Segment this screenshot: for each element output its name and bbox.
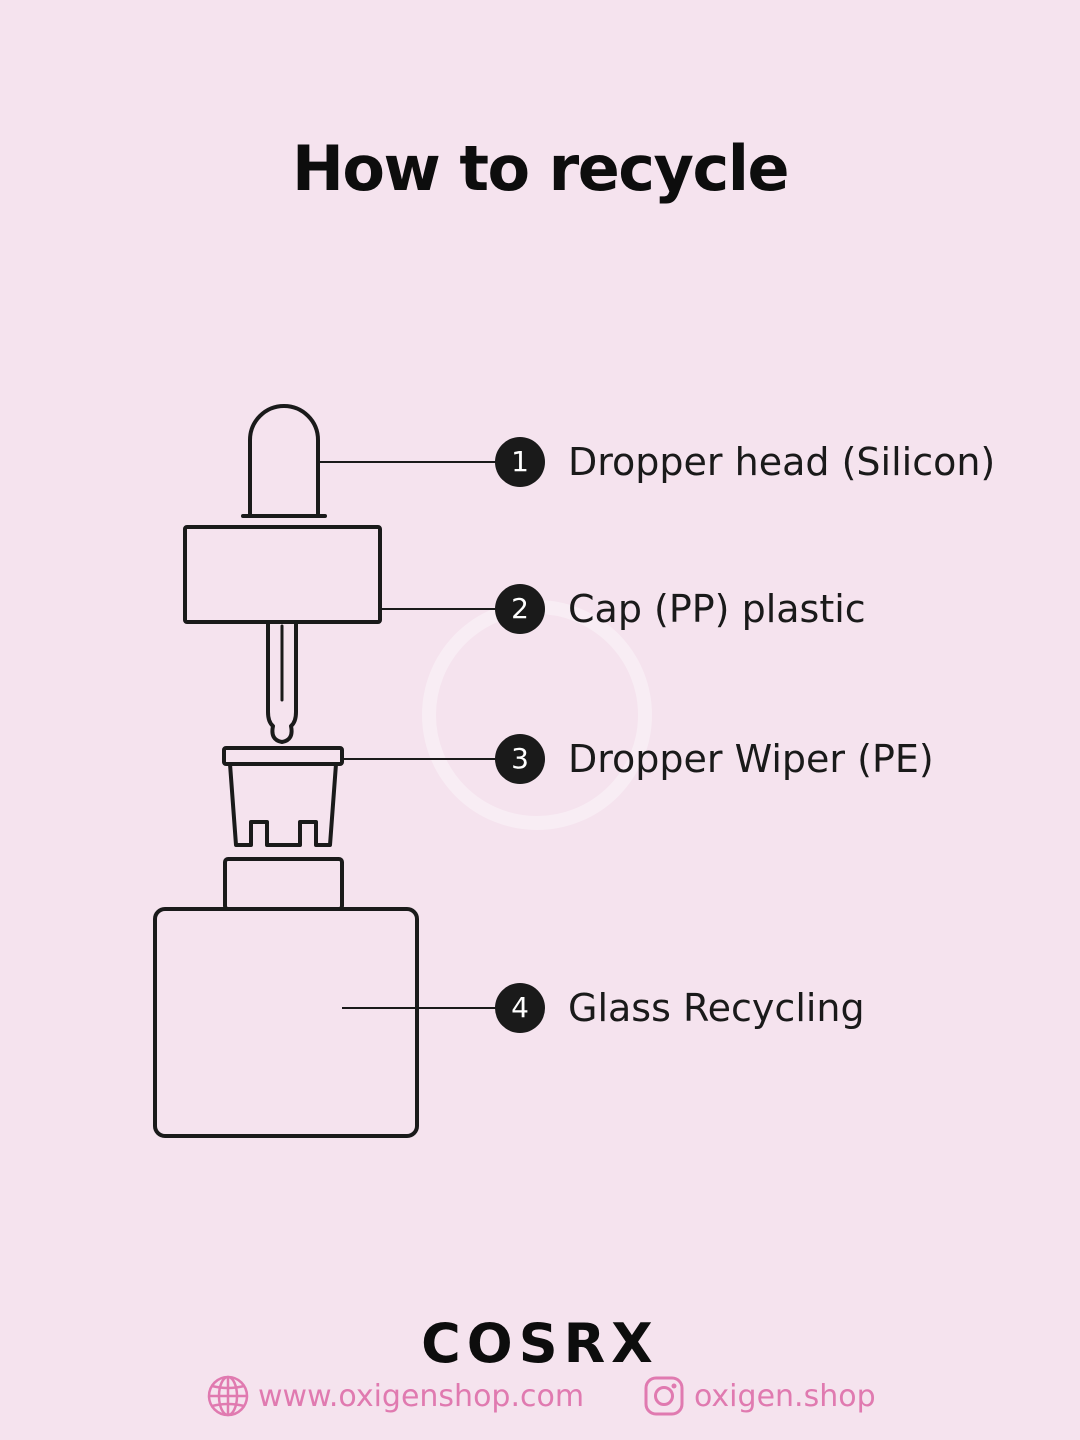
- instagram-icon: [644, 1376, 684, 1416]
- part-label-cap: Cap (PP) plastic: [568, 587, 866, 631]
- part-label-glass: Glass Recycling: [568, 986, 865, 1030]
- bottle-body-shape: [153, 907, 419, 1138]
- part-number-4: 4: [495, 983, 545, 1033]
- globe-icon: [207, 1375, 249, 1417]
- bottle-neck-shape: [223, 857, 344, 911]
- website-link[interactable]: www.oxigenshop.com: [206, 1372, 584, 1420]
- brand-logo: COSRX: [421, 1312, 659, 1375]
- instagram-text: oxigen.shop: [694, 1378, 876, 1414]
- instagram-link[interactable]: oxigen.shop: [642, 1372, 876, 1420]
- part-label-dropper-head: Dropper head (Silicon): [568, 440, 996, 484]
- wiper-body: [228, 762, 338, 847]
- part-label-dropper-wiper: Dropper Wiper (PE): [568, 737, 934, 781]
- website-text: www.oxigenshop.com: [258, 1378, 585, 1414]
- part-number-3: 3: [495, 734, 545, 784]
- part-number-2: 2: [495, 584, 545, 634]
- dropper-head-shape: [248, 404, 320, 518]
- page-title: How to recycle: [291, 132, 790, 205]
- cap-shape: [183, 525, 382, 624]
- part-number-1: 1: [495, 437, 545, 487]
- wiper-rim: [222, 746, 344, 766]
- pipette-shape: [266, 620, 298, 744]
